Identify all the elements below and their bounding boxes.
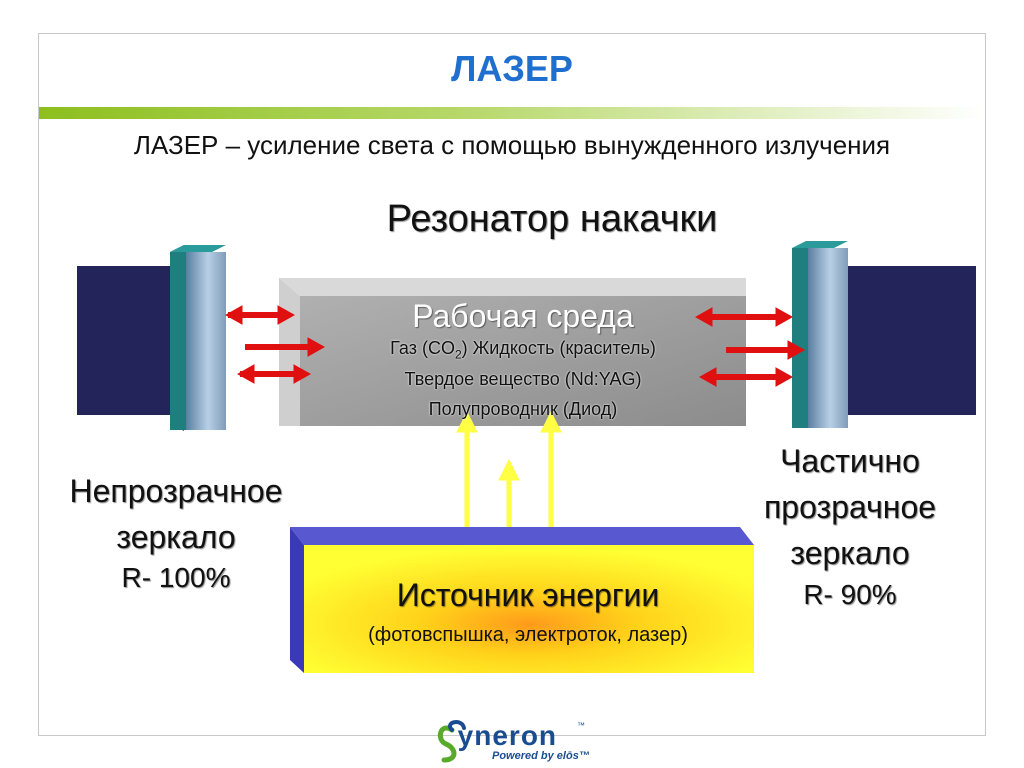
left-navy-block [77,266,187,415]
medium-title: Рабочая среда [412,298,634,334]
right-mirror [792,241,848,428]
syneron-logo-mark [437,720,466,763]
left-red-arrows [224,305,326,384]
medium-line-semiconductor: Полупроводник (Диод) [428,399,618,419]
left-mirror-label: Непрозрачное зеркало R- 100% [69,473,283,593]
title-underline-bar [39,107,985,119]
slide-frame [38,33,986,736]
energy-source-title: Источник энергии [396,577,660,613]
right-navy-block [842,266,976,415]
left-mirror [170,245,226,431]
right-mirror-label: Частично прозрачное зеркало R- 90% [763,443,937,610]
pump-arrows [456,410,562,528]
energy-source-box [290,527,754,673]
resonator-label: Резонатор накачки [386,198,718,240]
medium-line-gas-liquid: Газ (CO2) Жидкость (краситель) [390,338,656,362]
logo-tagline: Powered by elōs™ [492,750,590,762]
right-red-arrows [694,307,806,387]
energy-source-subtitle: (фотовспышка, электроток, лазер) [368,624,688,646]
logo-trademark: ™ [577,721,585,730]
medium-line-solid: Твердое вещество (Nd:YAG) [404,369,642,389]
slide-subtitle: ЛАЗЕР – усиление света с помощью вынужде… [133,130,891,160]
slide-title: ЛАЗЕР [451,48,573,89]
syneron-logo-text: Syneron [457,720,558,751]
